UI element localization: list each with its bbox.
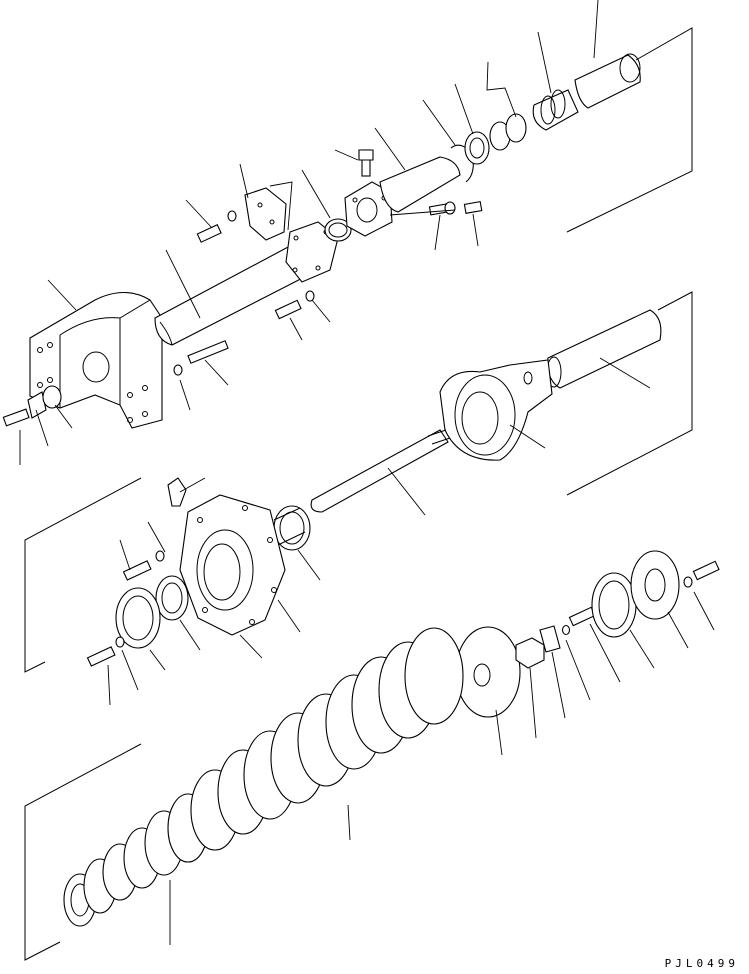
cylinder-housing — [179, 494, 286, 636]
grease-fitting — [463, 201, 483, 214]
recoil-rod — [310, 429, 451, 513]
spring-guide — [439, 359, 553, 461]
nut — [515, 637, 545, 669]
drawing-code: PJL0499 — [664, 957, 739, 970]
coil-spring — [63, 627, 464, 927]
cover — [630, 550, 680, 620]
spring-plate — [455, 626, 521, 718]
shim — [115, 587, 161, 649]
packing — [464, 131, 490, 165]
piston — [379, 156, 461, 213]
leader-lines-4 — [169, 591, 715, 945]
lock-washer-spring — [539, 624, 571, 653]
leader-lines-3 — [107, 477, 301, 706]
guide-bushing — [273, 505, 311, 551]
leader-lines-2 — [297, 357, 651, 581]
oil-seal — [155, 575, 189, 621]
bolt-gland — [358, 149, 374, 177]
lock-plate — [244, 187, 287, 241]
bolt-yoke — [173, 340, 229, 376]
group-frame-2 — [566, 291, 693, 496]
bolt-cover-end — [683, 560, 720, 588]
group-frame-1 — [566, 27, 693, 233]
idler-yoke — [29, 291, 163, 429]
cylinder-flange — [285, 221, 339, 283]
bolt-housing-b — [86, 636, 125, 667]
leader-lines-1 — [19, 0, 599, 465]
o-ring — [324, 218, 352, 242]
cylinder-tube — [154, 237, 323, 346]
group-frame-3 — [24, 477, 142, 673]
bolt-cover — [568, 606, 596, 627]
spring-rod-sleeve — [546, 309, 662, 389]
group-frame-4 — [24, 743, 142, 961]
yoke-fasteners — [2, 385, 62, 427]
bolt-lock-plate — [196, 210, 237, 243]
grease-valve — [428, 201, 456, 216]
grease-nipple — [167, 477, 187, 507]
gland — [344, 181, 393, 237]
cover-gasket — [591, 572, 637, 638]
bolt-flange — [274, 290, 315, 320]
piston-rod — [574, 53, 641, 109]
bolt-housing-a — [122, 550, 165, 581]
backup-rings — [489, 113, 527, 151]
wear-ring-piston — [532, 89, 579, 131]
